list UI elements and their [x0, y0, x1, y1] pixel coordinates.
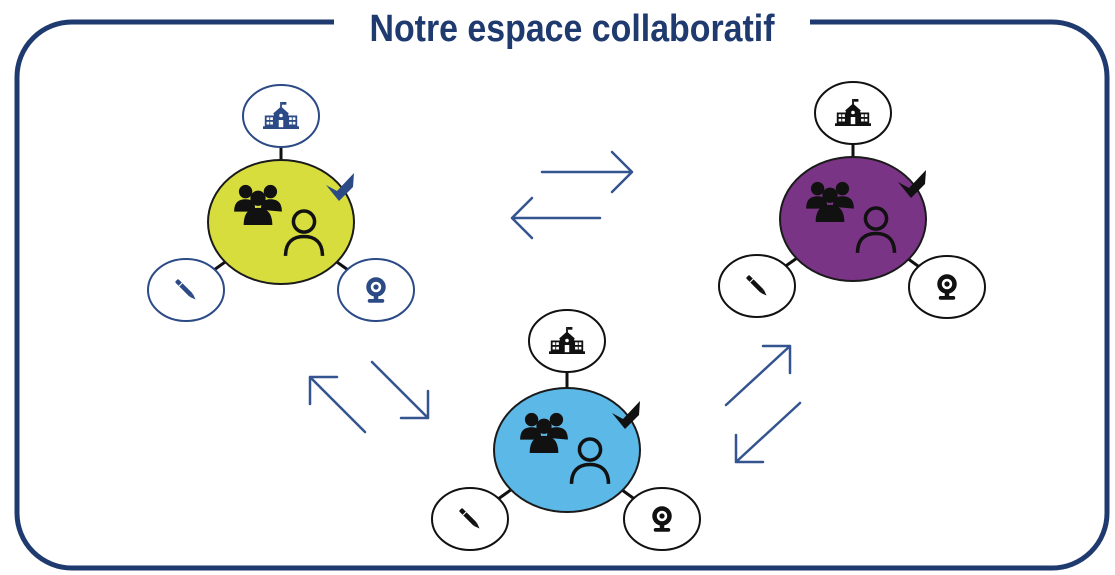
node-circle: [493, 387, 641, 513]
title-backdrop: [334, 0, 810, 48]
node-cluster: [147, 84, 415, 322]
node-cluster: [431, 309, 701, 551]
arrow-right: [540, 150, 634, 194]
arrow-left: [510, 196, 602, 240]
arrow-down-left: [734, 401, 802, 464]
arrow-down-right: [370, 360, 430, 420]
node-circle: [207, 159, 355, 285]
node-circle: [779, 156, 927, 282]
diagram-title: Notre espace collaboratif: [370, 8, 775, 50]
arrow-up-right: [724, 344, 792, 407]
arrow-up-left: [308, 375, 367, 434]
node-cluster: [718, 81, 986, 319]
arrows: [308, 150, 802, 464]
